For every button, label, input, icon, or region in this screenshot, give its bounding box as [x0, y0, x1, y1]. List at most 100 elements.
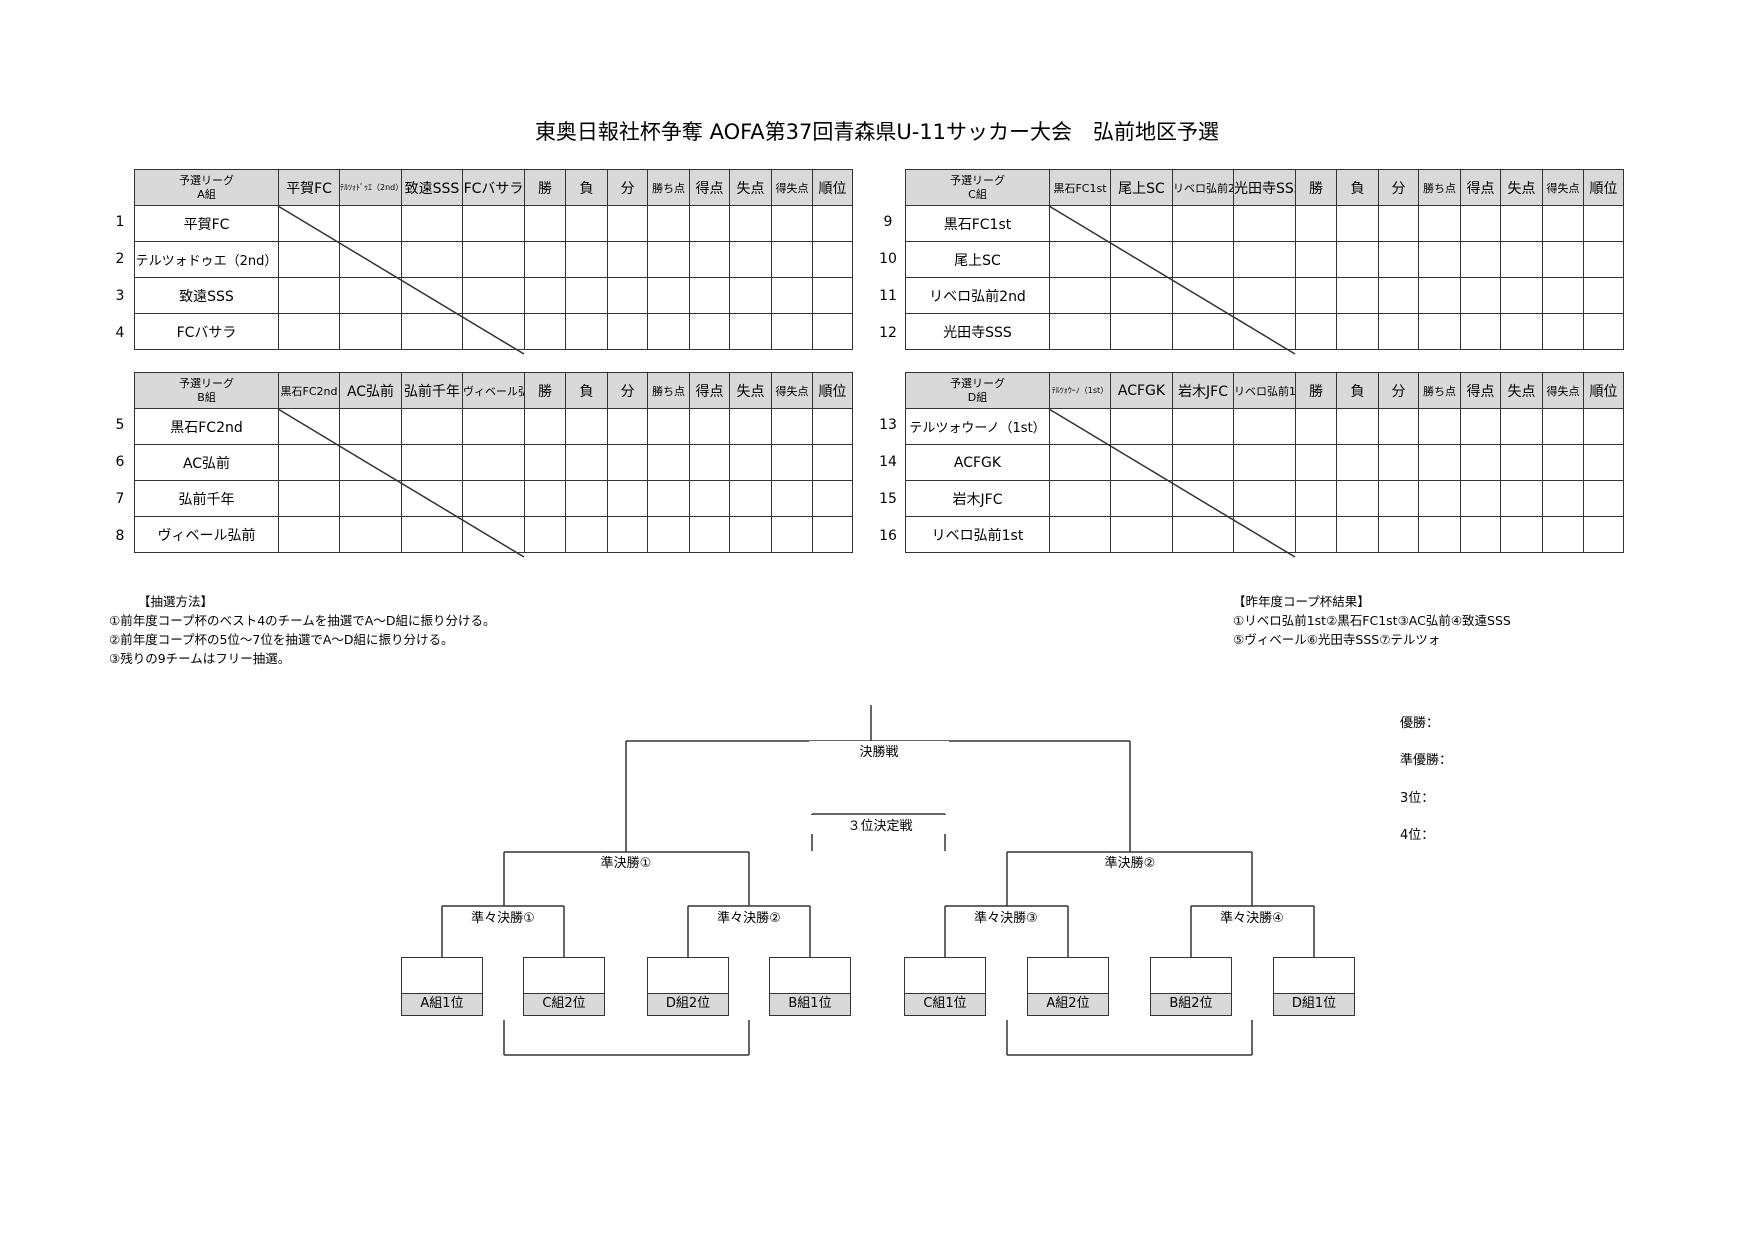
stat-cell[interactable] [524, 480, 566, 517]
stat-cell[interactable] [1542, 516, 1584, 553]
stat-cell[interactable] [1336, 516, 1379, 553]
stat-cell[interactable] [565, 480, 608, 517]
bracket-slot[interactable]: B組1位 [769, 957, 851, 1016]
stat-cell[interactable] [1583, 277, 1624, 314]
stat-cell[interactable] [1500, 480, 1543, 517]
stat-cell[interactable] [689, 313, 730, 350]
match-cell[interactable] [1172, 277, 1234, 314]
match-cell[interactable] [401, 313, 463, 350]
match-cell[interactable] [339, 241, 402, 278]
match-cell[interactable] [1110, 480, 1173, 517]
stat-cell[interactable] [1295, 444, 1337, 481]
match-cell[interactable] [1110, 277, 1173, 314]
stat-cell[interactable] [729, 408, 772, 445]
stat-cell[interactable] [1500, 444, 1543, 481]
stat-cell[interactable] [729, 313, 772, 350]
stat-cell[interactable] [565, 444, 608, 481]
stat-cell[interactable] [1336, 241, 1379, 278]
stat-cell[interactable] [689, 277, 730, 314]
stat-cell[interactable] [607, 408, 648, 445]
match-cell[interactable] [1233, 444, 1296, 481]
match-cell[interactable] [1110, 408, 1173, 445]
bracket-slot[interactable]: C組1位 [904, 957, 986, 1016]
match-cell[interactable] [1172, 516, 1234, 553]
stat-cell[interactable] [1336, 277, 1379, 314]
bracket-slot[interactable]: A組2位 [1027, 957, 1109, 1016]
stat-cell[interactable] [689, 205, 730, 242]
match-cell[interactable] [462, 516, 525, 553]
match-cell[interactable] [1172, 313, 1234, 350]
stat-cell[interactable] [1418, 241, 1461, 278]
match-cell[interactable] [1049, 277, 1111, 314]
match-cell[interactable] [401, 277, 463, 314]
stat-cell[interactable] [1336, 480, 1379, 517]
stat-cell[interactable] [1542, 277, 1584, 314]
stat-cell[interactable] [1378, 241, 1419, 278]
stat-cell[interactable] [647, 444, 690, 481]
stat-cell[interactable] [647, 205, 690, 242]
stat-cell[interactable] [1418, 408, 1461, 445]
match-cell[interactable] [1049, 408, 1111, 445]
stat-cell[interactable] [1500, 277, 1543, 314]
stat-cell[interactable] [1295, 408, 1337, 445]
match-cell[interactable] [278, 205, 340, 242]
stat-cell[interactable] [607, 313, 648, 350]
stat-cell[interactable] [1460, 480, 1501, 517]
stat-cell[interactable] [1378, 277, 1419, 314]
stat-cell[interactable] [1295, 313, 1337, 350]
match-cell[interactable] [339, 408, 402, 445]
match-cell[interactable] [401, 444, 463, 481]
stat-cell[interactable] [607, 205, 648, 242]
match-cell[interactable] [339, 480, 402, 517]
bracket-slot[interactable]: A組1位 [401, 957, 483, 1016]
stat-cell[interactable] [647, 313, 690, 350]
stat-cell[interactable] [1295, 277, 1337, 314]
stat-cell[interactable] [1542, 408, 1584, 445]
match-cell[interactable] [278, 241, 340, 278]
match-cell[interactable] [1049, 480, 1111, 517]
match-cell[interactable] [462, 205, 525, 242]
stat-cell[interactable] [689, 516, 730, 553]
match-cell[interactable] [401, 480, 463, 517]
stat-cell[interactable] [1583, 444, 1624, 481]
stat-cell[interactable] [1583, 480, 1624, 517]
stat-cell[interactable] [1460, 313, 1501, 350]
stat-cell[interactable] [1418, 313, 1461, 350]
stat-cell[interactable] [771, 205, 813, 242]
bracket-slot[interactable]: B組2位 [1150, 957, 1232, 1016]
stat-cell[interactable] [1378, 480, 1419, 517]
stat-cell[interactable] [729, 516, 772, 553]
stat-cell[interactable] [812, 313, 853, 350]
stat-cell[interactable] [565, 241, 608, 278]
match-cell[interactable] [1110, 241, 1173, 278]
stat-cell[interactable] [771, 408, 813, 445]
match-cell[interactable] [1233, 277, 1296, 314]
stat-cell[interactable] [607, 241, 648, 278]
match-cell[interactable] [278, 480, 340, 517]
match-cell[interactable] [278, 408, 340, 445]
match-cell[interactable] [1110, 313, 1173, 350]
match-cell[interactable] [462, 444, 525, 481]
match-cell[interactable] [462, 241, 525, 278]
match-cell[interactable] [278, 313, 340, 350]
stat-cell[interactable] [524, 408, 566, 445]
stat-cell[interactable] [1583, 313, 1624, 350]
match-cell[interactable] [401, 241, 463, 278]
stat-cell[interactable] [565, 516, 608, 553]
stat-cell[interactable] [771, 516, 813, 553]
match-cell[interactable] [1233, 241, 1296, 278]
stat-cell[interactable] [524, 205, 566, 242]
stat-cell[interactable] [1336, 205, 1379, 242]
stat-cell[interactable] [1336, 444, 1379, 481]
stat-cell[interactable] [1418, 480, 1461, 517]
stat-cell[interactable] [689, 444, 730, 481]
stat-cell[interactable] [771, 313, 813, 350]
stat-cell[interactable] [729, 277, 772, 314]
stat-cell[interactable] [1295, 205, 1337, 242]
match-cell[interactable] [1172, 444, 1234, 481]
stat-cell[interactable] [647, 516, 690, 553]
match-cell[interactable] [1233, 480, 1296, 517]
stat-cell[interactable] [647, 480, 690, 517]
stat-cell[interactable] [812, 408, 853, 445]
match-cell[interactable] [339, 444, 402, 481]
